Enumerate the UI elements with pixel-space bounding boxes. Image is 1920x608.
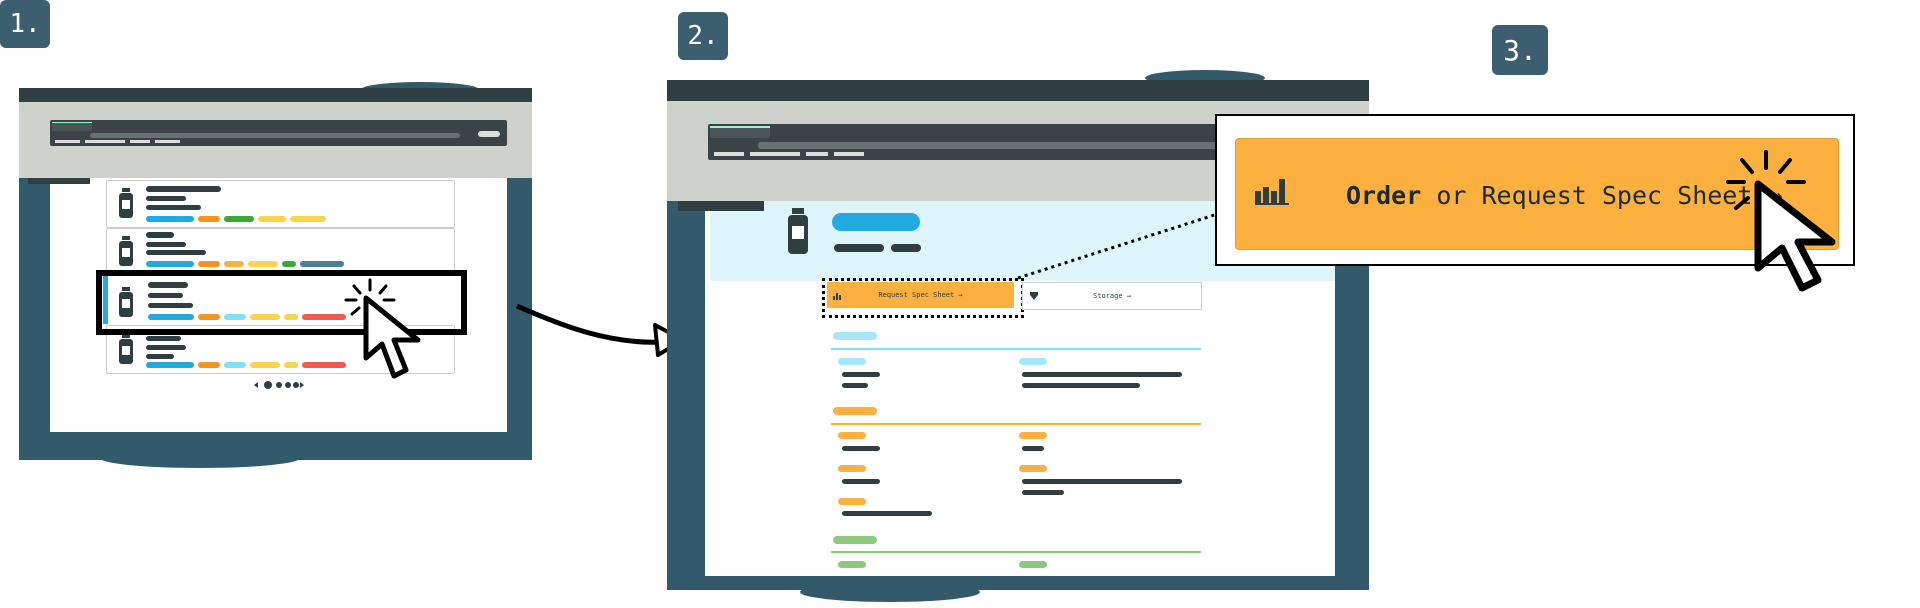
cursor-icon <box>363 295 421 379</box>
storage-label: Storage → <box>1093 292 1131 300</box>
storage-icon <box>1030 292 1038 300</box>
vial-icon <box>119 236 133 266</box>
vial-icon <box>119 188 133 218</box>
panel-2-browser-chrome <box>708 124 1228 160</box>
cursor-icon <box>1754 180 1836 292</box>
order-button-label: or Request Spec Sheet → <box>1421 181 1783 210</box>
pagination-dots[interactable] <box>254 380 304 390</box>
vial-icon <box>788 208 808 254</box>
selected-row-highlight <box>96 270 467 335</box>
step-2-number: 2. <box>687 21 719 51</box>
vial-icon <box>119 334 133 364</box>
click-burst-icon <box>1726 150 1806 210</box>
order-word: Order <box>1346 181 1422 210</box>
bar-chart-icon <box>833 293 841 300</box>
vial-icon <box>119 287 133 317</box>
step-1-number: 1. <box>9 9 41 39</box>
panel-2-topbar <box>667 80 1369 101</box>
request-spec-sheet-button[interactable]: Request Spec Sheet → <box>827 282 1014 308</box>
step-3-badge: 3. <box>1492 25 1548 75</box>
order-button-zoomed[interactable]: Order or Request Spec Sheet → <box>1235 138 1839 250</box>
click-burst-icon <box>344 278 396 316</box>
panel-1-topbar <box>19 88 532 102</box>
step-3-number: 3. <box>1503 33 1537 67</box>
panel-1-browser-chrome <box>50 120 507 146</box>
zoom-leader-line <box>1017 208 1231 280</box>
storage-button[interactable]: Storage → <box>1022 282 1202 310</box>
step-2-badge: 2. <box>678 12 728 60</box>
request-spec-sheet-label: Request Spec Sheet → <box>878 291 963 299</box>
product-title-bar <box>832 213 920 231</box>
bar-chart-icon <box>1255 179 1289 205</box>
step-1-badge: 1. <box>0 0 50 48</box>
